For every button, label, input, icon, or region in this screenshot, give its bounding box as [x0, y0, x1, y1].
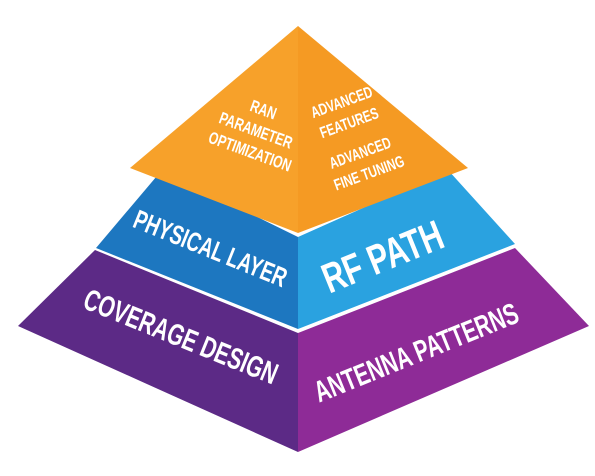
bottom-tier-left-face [18, 250, 298, 452]
top-tier-left-face [130, 26, 298, 233]
middle-tier-left-face [96, 170, 298, 329]
bottom-tier-right-face [298, 248, 589, 452]
middle-tier-right-face [298, 170, 515, 329]
top-tier-right-face [298, 26, 468, 233]
